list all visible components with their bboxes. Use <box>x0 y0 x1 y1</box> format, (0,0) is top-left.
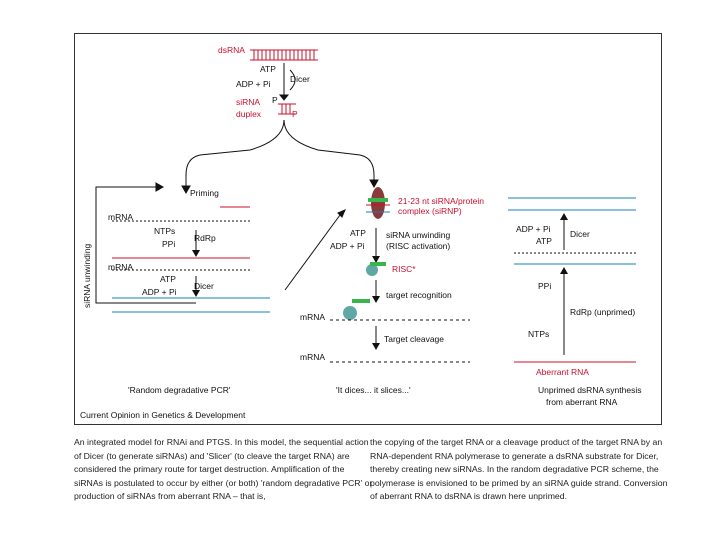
atp-mid-label: ATP <box>350 228 366 238</box>
sirnp-complex <box>330 187 470 363</box>
sirna-duplex <box>278 103 296 115</box>
p-label-a: P <box>272 95 278 105</box>
ppi-left-label: PPi <box>162 239 176 249</box>
mrna-mid-label-2: mRNA <box>300 352 326 362</box>
dicer-top-label: Dicer <box>290 74 310 84</box>
caption-left: An integrated model for RNAi and PTGS. I… <box>74 437 373 502</box>
dsrna-strand <box>250 49 318 61</box>
aberrant-rna-label: Aberrant RNA <box>536 367 589 377</box>
dsrna-label: dsRNA <box>218 45 245 55</box>
split-arrows <box>181 119 379 195</box>
adp-left-label: ADP + Pi <box>142 287 177 297</box>
duplex-label: duplex <box>236 109 262 119</box>
atp-right-label: ATP <box>536 236 552 246</box>
priming-label: Priming <box>190 188 219 198</box>
footer-credit: Current Opinion in Genetics & Developmen… <box>80 410 246 420</box>
figure-frame <box>74 33 662 425</box>
mrna-label-1: mRNA <box>108 212 134 222</box>
left-strands <box>112 206 270 313</box>
rdrp-left-label: RdRp <box>194 233 216 243</box>
title-mid: 'It dices... it slices...' <box>336 385 411 395</box>
ntps-left-label: NTPs <box>154 226 176 236</box>
atp-left-label: ATP <box>160 274 176 284</box>
risc-activation-label: (RISC activation) <box>386 241 451 251</box>
target-recognition-label: target recognition <box>386 290 452 300</box>
target-cleavage-label: Target cleavage <box>384 334 445 344</box>
ppi-right-label: PPi <box>538 281 552 291</box>
dicer-right-label: Dicer <box>570 229 590 239</box>
risc-label: RISC* <box>392 264 416 274</box>
adp-right-label: ADP + Pi <box>516 224 551 234</box>
dicer-left-label: Dicer <box>194 281 214 291</box>
side-label: siRNA unwinding <box>82 243 92 308</box>
rdrp-right-label: RdRp (unprimed) <box>570 307 636 317</box>
unwinding-label: siRNA unwinding <box>386 230 451 240</box>
caption-right: the copying of the target RNA or a cleav… <box>370 437 668 502</box>
sirnp-label-2: complex (siRNP) <box>398 206 462 216</box>
atp-top-label: ATP <box>260 64 276 74</box>
mrna-mid-label: mRNA <box>300 312 326 322</box>
adp-mid-label: ADP + Pi <box>330 241 365 251</box>
adp-top-label: ADP + Pi <box>236 79 271 89</box>
p-label-b: P <box>292 109 298 119</box>
sirnp-label: 21-23 nt siRNA/protein <box>398 196 484 206</box>
connector-arrows <box>284 209 346 291</box>
ntps-right-label: NTPs <box>528 329 550 339</box>
left-loop <box>95 182 196 304</box>
mrna-label-2: mRNA <box>108 262 134 272</box>
sirna-label: siRNA <box>236 97 261 107</box>
title-left: 'Random degradative PCR' <box>128 385 231 395</box>
title-right-2: from aberrant RNA <box>546 397 618 407</box>
title-right-1: Unprimed dsRNA synthesis <box>538 385 642 395</box>
right-strands <box>508 197 636 363</box>
dicer-arrow <box>278 63 296 101</box>
